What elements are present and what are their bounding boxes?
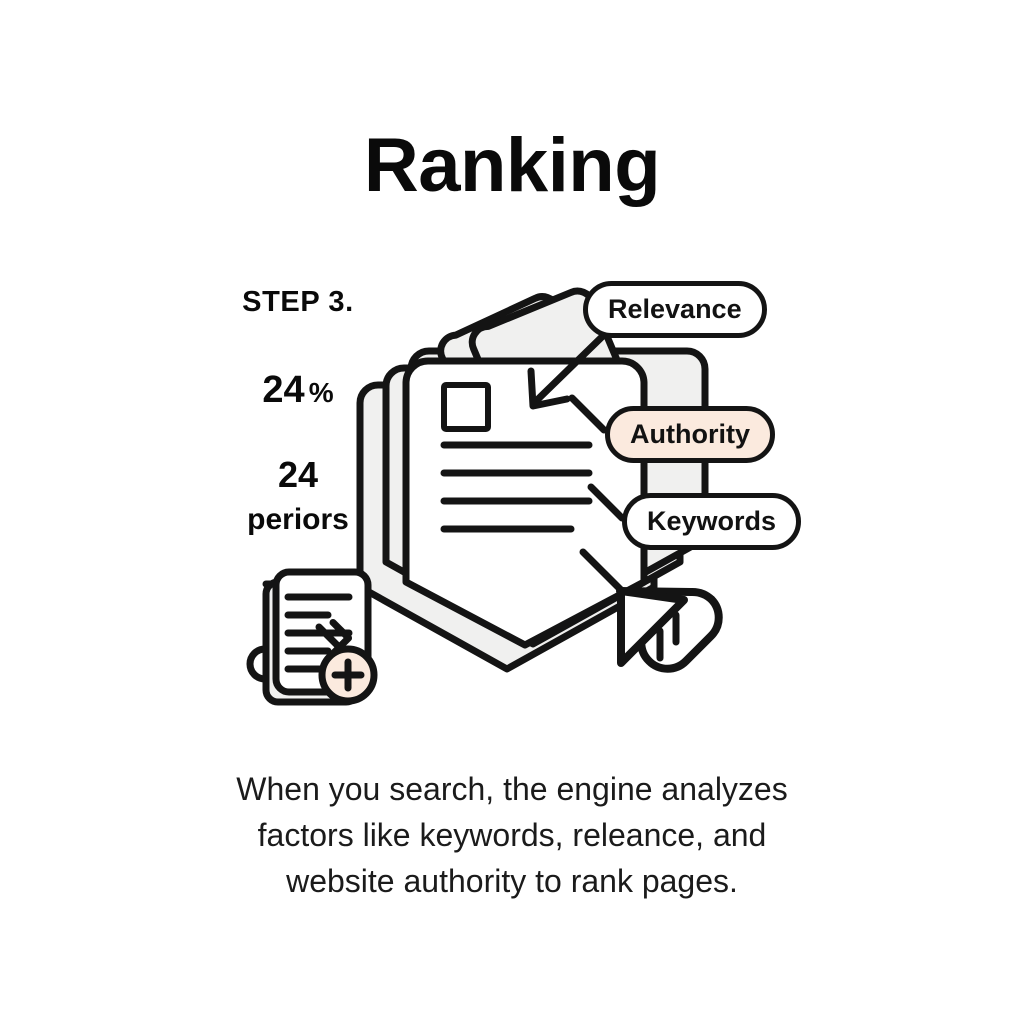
count-unit-label: periors xyxy=(247,503,349,536)
count-value: 24 xyxy=(277,454,319,495)
keywords-connector xyxy=(587,483,626,522)
document-stack-back-1 xyxy=(407,347,709,625)
cursor-arrow-icon xyxy=(315,618,353,658)
step-label: STEP 3. xyxy=(242,286,354,318)
caption-line-2: factors like keywords, releance, and xyxy=(257,817,767,853)
small-document-icon xyxy=(246,568,372,706)
callout-keywords-label: Keywords xyxy=(647,506,777,536)
percent-value: 24 xyxy=(262,369,305,411)
stats-block: STEP 3. 24% 24 periors xyxy=(186,288,410,535)
callout-authority-label: Authority xyxy=(630,419,750,449)
callout-authority[interactable]: Authority xyxy=(605,406,775,463)
percent-stat: 24% xyxy=(186,371,410,409)
authority-connector xyxy=(568,394,608,434)
callout-relevance[interactable]: Relevance xyxy=(583,281,767,338)
pointer-connector xyxy=(579,548,640,609)
relevance-arrow xyxy=(527,327,612,410)
arrow-pointer-icon xyxy=(616,587,723,673)
main-document-card xyxy=(402,357,648,649)
caption: When you search, the engine analyzes fac… xyxy=(150,766,874,904)
caption-line-3: website authority to rank pages. xyxy=(286,863,738,899)
document-text-lines xyxy=(440,441,593,533)
page-title: Ranking xyxy=(363,123,661,208)
callout-relevance-label: Relevance xyxy=(608,294,742,324)
callout-keywords[interactable]: Keywords xyxy=(622,493,802,550)
checkbox-square-icon xyxy=(441,382,491,432)
caption-line-1: When you search, the engine analyzes xyxy=(236,771,788,807)
percent-unit: % xyxy=(308,377,334,408)
tilted-sheet-far xyxy=(437,293,587,418)
plus-circle-badge xyxy=(318,645,378,705)
